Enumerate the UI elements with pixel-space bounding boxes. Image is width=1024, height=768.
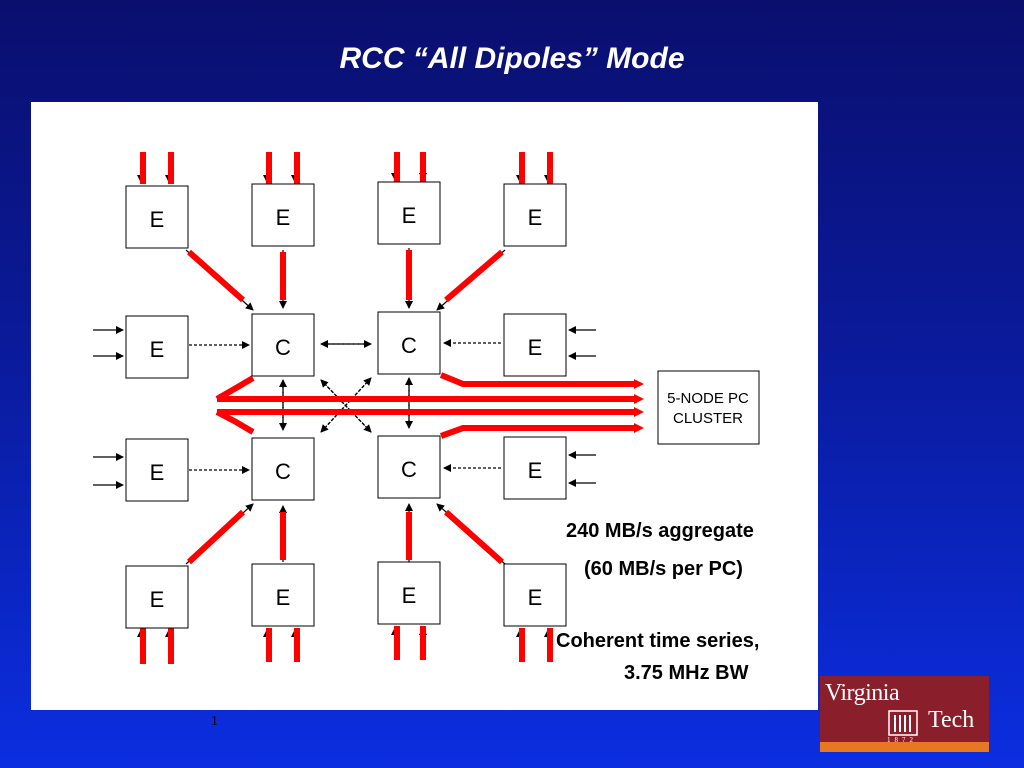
e-node [251,183,315,247]
c-node [377,435,441,499]
bandwidth-per-pc-text: (60 MB/s per PC) [584,558,743,580]
e-node [377,181,441,245]
logo-word-tech: Tech [928,707,975,733]
e-node-label: E [528,585,543,610]
e-node [251,563,315,627]
e-node [503,183,567,247]
c-node-label: C [401,333,417,358]
e-node [125,438,189,502]
c-node [377,311,441,375]
e-node-label: E [402,203,417,228]
coherent-series-text: Coherent time series, [556,630,760,652]
logo-year: 1872 [887,736,917,744]
e-node-label: E [402,583,417,608]
logo-word-virginia: Virginia [825,680,900,706]
c-node-label: C [401,457,417,482]
c-node-label: C [275,335,291,360]
e-node [503,563,567,627]
bandwidth-aggregate-text: 240 MB/s aggregate [566,520,754,542]
dotted-links [189,339,501,474]
e-node-label: E [150,460,165,485]
e-node [125,565,189,629]
slide-title: RCC “All Dipoles” Mode [339,42,685,75]
c-node [251,437,315,501]
bandwidth-mhz-text: 3.75 MHz BW [624,662,749,684]
e-node-label: E [150,337,165,362]
e-node-label: E [528,205,543,230]
cluster-label-line2: CLUSTER [673,410,743,427]
e-node-label: E [150,587,165,612]
dipole-network-diagram: E E E E E E E E E E E E C C C C 5-NODE P… [93,152,760,664]
virginia-tech-logo: Virginia Tech 1872 [820,676,989,752]
diagram-panel: E E E E E E E E E E E E C C C C 5-NODE P… [31,102,818,710]
e-node [125,315,189,379]
e-node-label: E [150,207,165,232]
c-node [251,313,315,377]
red-signal-paths [140,152,636,664]
e-node [503,436,567,500]
e-node-label: E [528,458,543,483]
e-node [377,561,441,625]
e-node-label: E [276,205,291,230]
logo-orange-bar [820,742,989,752]
e-node-label: E [276,585,291,610]
cluster-label-line1: 5-NODE PC [667,390,749,407]
red-arrowheads [634,379,644,433]
building-icon [888,710,918,736]
e-nodes [125,181,567,629]
c-node-label: C [275,459,291,484]
pc-cluster-box [657,370,760,445]
c-nodes [251,311,441,501]
e-node-label: E [528,335,543,360]
e-node [503,313,567,377]
page-number: 1 [211,714,218,729]
e-node [125,185,189,249]
